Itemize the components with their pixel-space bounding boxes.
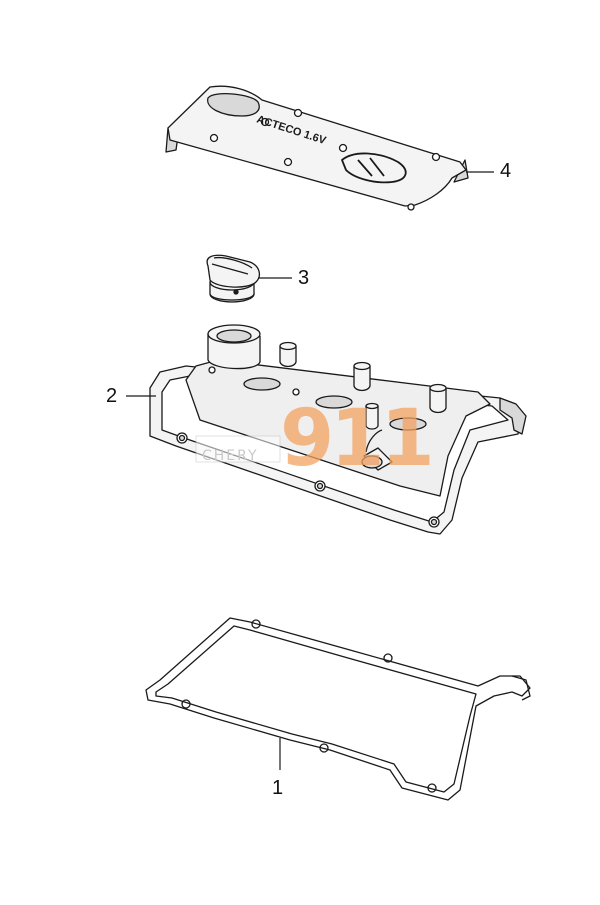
- breather-boss: [353, 361, 371, 392]
- callout-part-3: 3: [298, 267, 310, 289]
- breather-boss: [279, 341, 297, 368]
- callout-part-1: 1: [272, 777, 284, 799]
- oil-filler-cap: [206, 254, 261, 303]
- watermark-brand: CHERY: [202, 448, 259, 464]
- breather-boss: [429, 383, 447, 414]
- valve-cover-gasket: [145, 617, 531, 801]
- watermark-logo: [195, 435, 281, 463]
- valve-cover: [149, 324, 527, 535]
- watermark-number: 911: [280, 394, 435, 484]
- engine-top-cover: [165, 85, 469, 211]
- callout-part-4: 4: [500, 160, 512, 182]
- callout-part-2: 2: [106, 385, 118, 407]
- cover-emblem-icon: [341, 152, 407, 184]
